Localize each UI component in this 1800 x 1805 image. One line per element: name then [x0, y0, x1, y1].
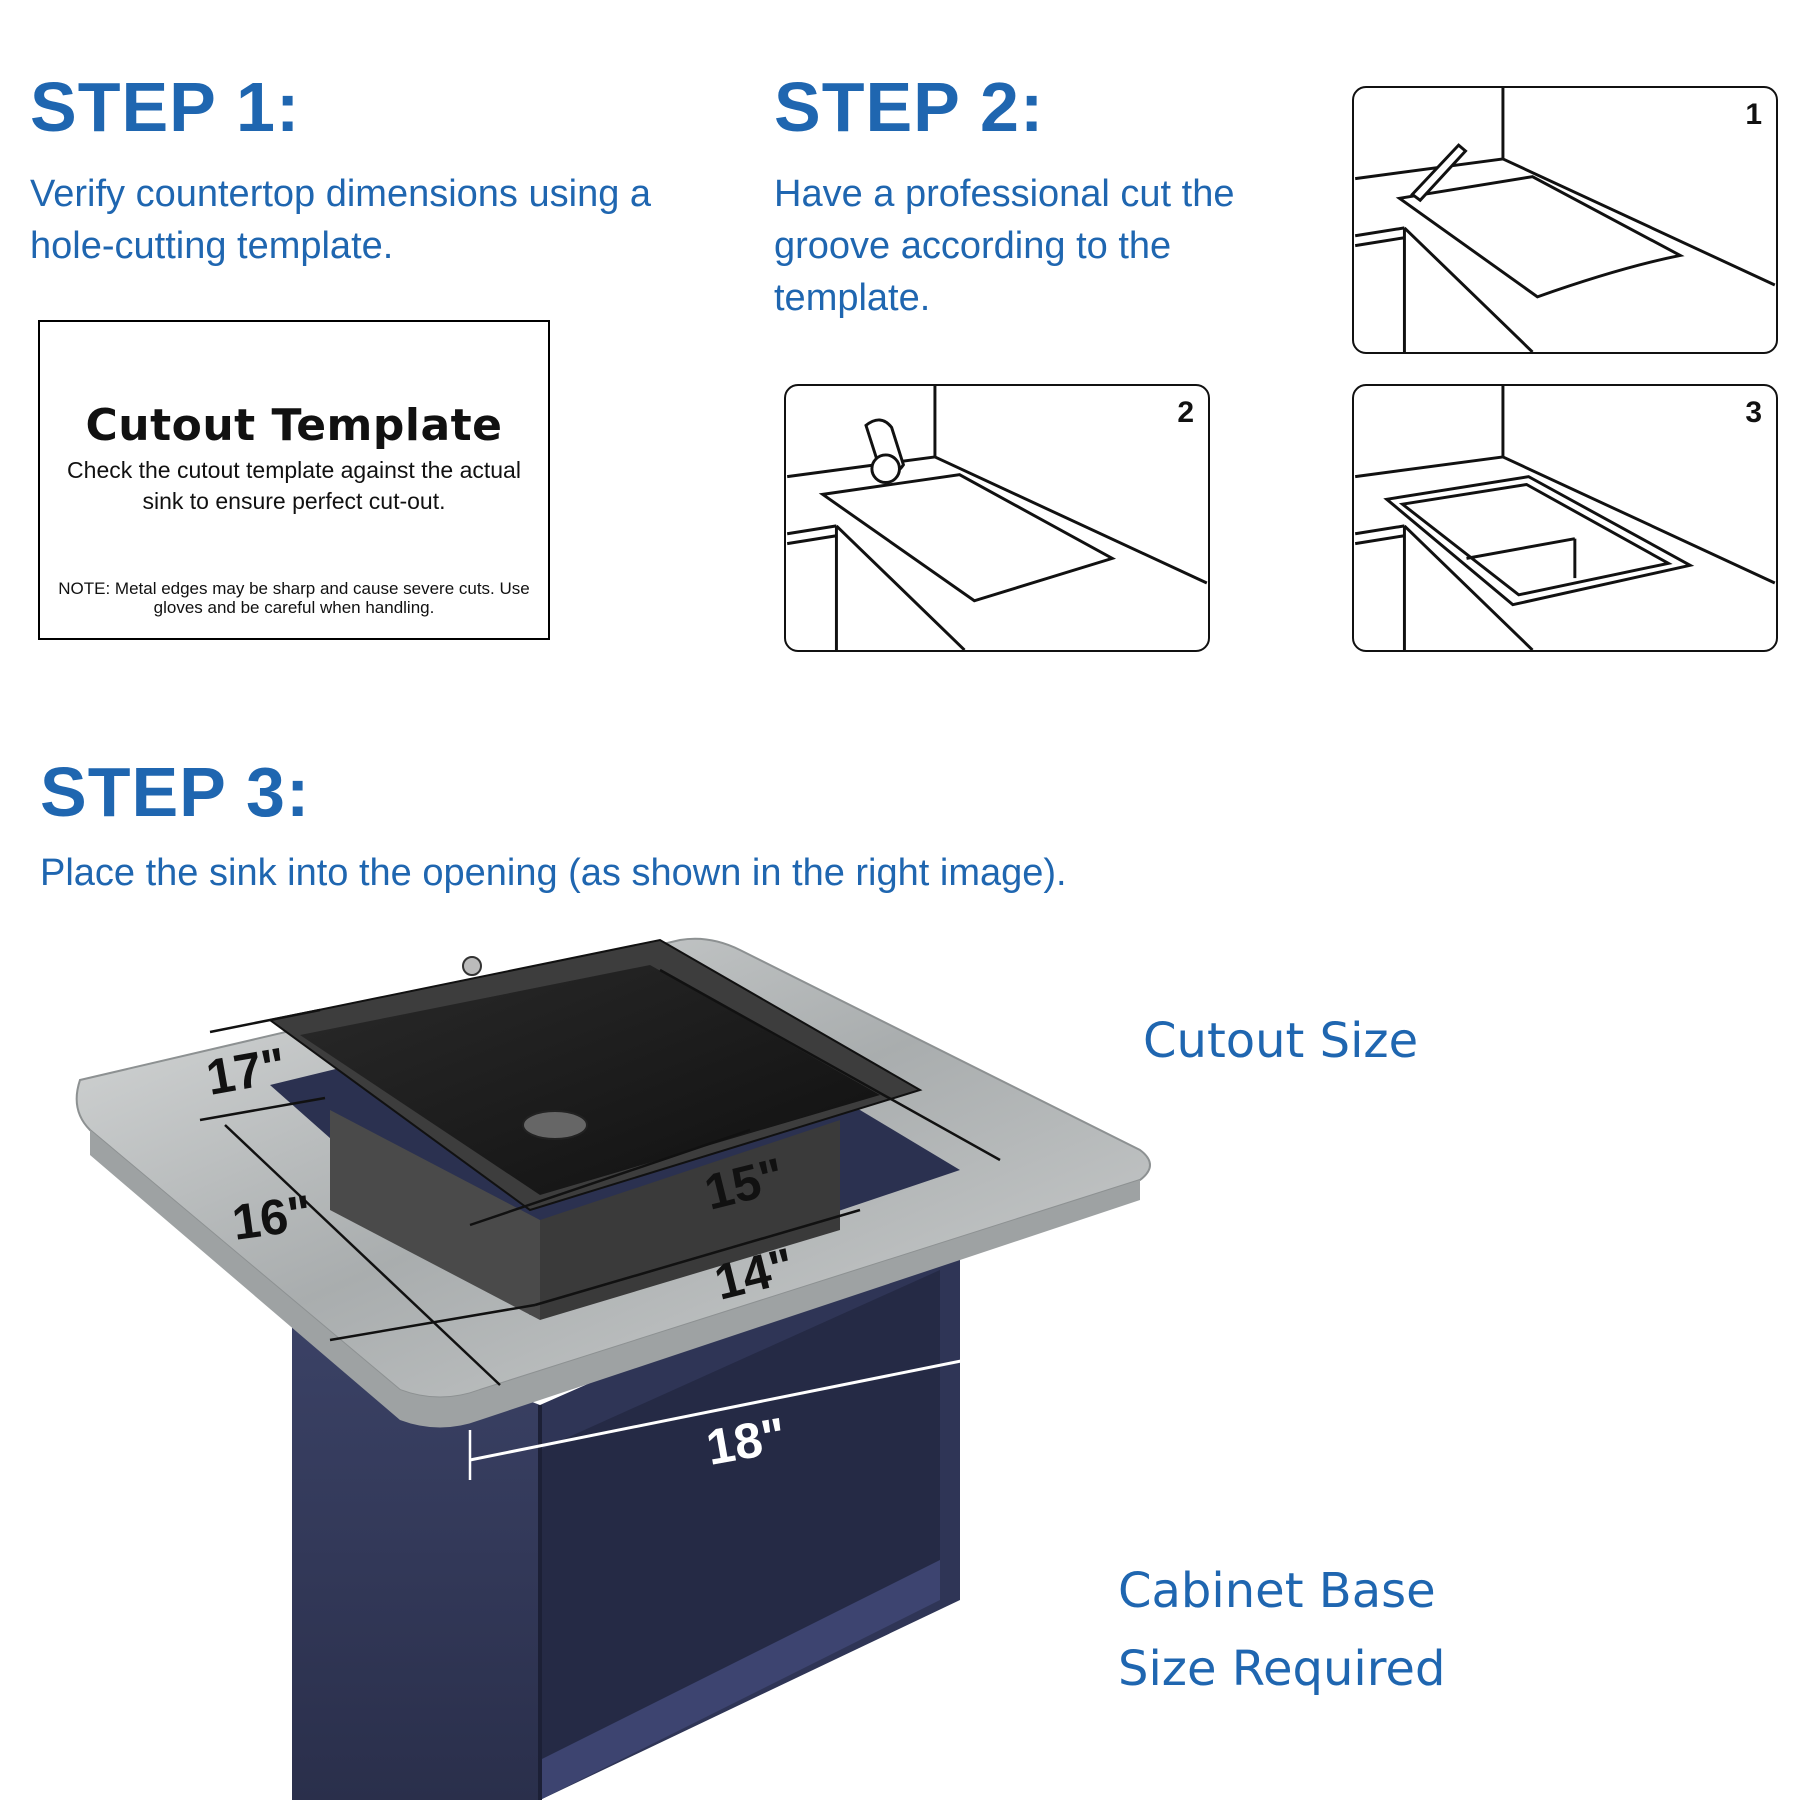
template-note-line1: NOTE: Metal edges may be sharp and cause… — [58, 579, 530, 598]
cutout-size-label-wrap: Cutout Size — [1143, 1002, 1418, 1080]
cabinet-base-label-wrap: Cabinet Base Size Required — [1118, 1552, 1445, 1708]
step1-text-line1: Verify countertop dimensions using a — [30, 173, 652, 215]
template-note: NOTE: Metal edges may be sharp and cause… — [40, 579, 548, 617]
step1-text-line2: hole-cutting template. — [30, 225, 394, 267]
step2-title: STEP 2: — [774, 68, 1045, 146]
cut-opening-icon — [1354, 386, 1776, 650]
pencil-marking-icon — [1354, 88, 1776, 352]
step2-section: STEP 2: Have a professional cut the groo… — [774, 72, 1334, 324]
jigsaw-cutting-icon — [786, 386, 1208, 650]
step2-text-line1: Have a professional cut the — [774, 173, 1235, 215]
cabinet-base-label-line2: Size Required — [1118, 1641, 1446, 1697]
template-body-line2: sink to ensure perfect cut-out. — [142, 488, 446, 514]
panel-2-number: 2 — [1177, 396, 1194, 429]
sink-cabinet-svg: 17" 16" 15" 14" 18" — [75, 937, 1151, 1800]
template-title: Cutout Template — [85, 400, 503, 451]
step2-text-line2: groove according to the — [774, 225, 1172, 267]
step3-section: STEP 3: Place the sink into the opening … — [40, 757, 1240, 899]
cutout-size-label: Cutout Size — [1143, 1013, 1419, 1069]
step3-title: STEP 3: — [40, 753, 311, 831]
step2-panel-3: 3 — [1352, 384, 1778, 652]
template-body-line1: Check the cutout template against the ac… — [67, 457, 521, 483]
step1-title: STEP 1: — [30, 68, 301, 146]
template-note-line2: gloves and be careful when handling. — [153, 598, 435, 617]
dim-18-label: 18" — [702, 1407, 790, 1476]
sink-installation-illustration: 17" 16" 15" 14" 18" — [60, 920, 1180, 1800]
dimension-lines — [199, 968, 1001, 1480]
panel-3-number: 3 — [1745, 396, 1762, 429]
step2-text-line3: template. — [774, 277, 931, 319]
step1-section: STEP 1: Verify countertop dimensions usi… — [30, 72, 710, 272]
dim-16-label: 16" — [229, 1184, 315, 1250]
template-body: Check the cutout template against the ac… — [40, 455, 548, 517]
cutout-template-card: Cutout Template Check the cutout templat… — [38, 320, 550, 640]
cabinet-base-label-line1: Cabinet Base — [1118, 1563, 1436, 1619]
step2-panel-1: 1 — [1352, 86, 1778, 354]
dim-17-label: 17" — [202, 1037, 290, 1106]
step2-description: Have a professional cut the groove accor… — [774, 168, 1334, 324]
step1-description: Verify countertop dimensions using a hol… — [30, 168, 710, 272]
step3-text: Place the sink into the opening (as show… — [40, 852, 1067, 894]
sink — [267, 938, 923, 1320]
step2-panel-2: 2 — [784, 384, 1210, 652]
panel-1-number: 1 — [1745, 98, 1762, 131]
